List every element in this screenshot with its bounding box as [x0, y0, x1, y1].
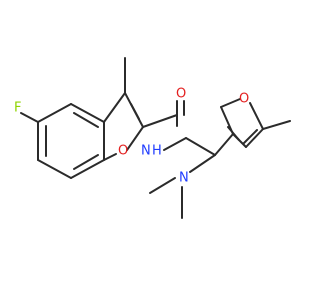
fluorine-atom-label: F: [14, 101, 21, 116]
carbonyl-oxygen-label: O: [176, 87, 186, 102]
methyl-on-furan: [262, 120, 291, 130]
dimethylamino-group: N: [149, 154, 216, 219]
chemical-structure-diagram: F O O N H N: [14, 57, 291, 219]
amide-hydrogen-label: H: [152, 144, 162, 159]
methylfuran-ring: O: [214, 92, 291, 156]
amide-carbonyl: O: [142, 87, 186, 128]
ethyl-linker: [163, 137, 216, 156]
amide-nh: N H: [141, 114, 178, 159]
amide-nitrogen-label: N: [141, 144, 151, 159]
benzofuran-oxygen-label: O: [118, 144, 128, 159]
benzofuran-furan-ring: O: [103, 92, 144, 161]
fluoro-substituent: F: [14, 101, 39, 123]
methylfuran-oxygen-label: O: [239, 92, 249, 107]
benzene-ring: [37, 103, 105, 179]
dimethylamino-nitrogen-label: N: [179, 171, 189, 186]
